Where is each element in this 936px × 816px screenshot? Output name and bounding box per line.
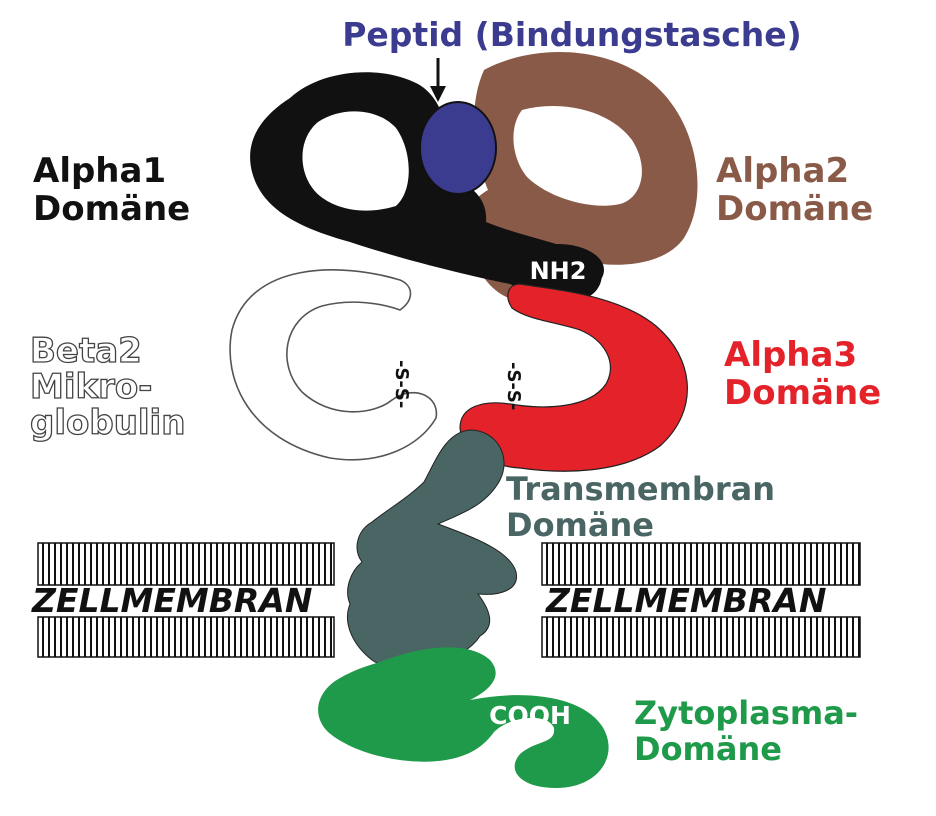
cytoplasm-label-line1: Zytoplasma- [634, 694, 858, 732]
cytoplasm-label-line2: Domäne [634, 730, 782, 768]
alpha1-label: Alpha1 Domäne [33, 151, 190, 229]
membrane-left-lower-stripes [38, 617, 334, 657]
membrane-right-label: ZELLMEMBRAN [545, 581, 826, 620]
membrane-left: ZELLMEMBRAN [31, 543, 334, 657]
disulfide-left-label: -S-S- [391, 360, 412, 408]
transmembrane-label-line2: Domäne [506, 506, 654, 544]
alpha1-label-line2: Domäne [33, 189, 190, 229]
peptide-label: Peptid (Bindungstasche) [342, 15, 802, 54]
alpha3-label-line1: Alpha3 [724, 335, 857, 375]
membrane-right-upper-stripes [542, 543, 860, 585]
alpha3-label: Alpha3 Domäne [724, 335, 881, 413]
membrane-right-lower-stripes [542, 617, 860, 657]
alpha2-label: Alpha2 Domäne [716, 151, 873, 229]
alpha2-label-line2: Domäne [716, 189, 873, 229]
membrane-left-label: ZELLMEMBRAN [31, 581, 312, 620]
cooh-label: COOH [489, 701, 571, 730]
beta2-label-line1: Beta2 [30, 331, 142, 371]
cytoplasm-label: Zytoplasma- Domäne [634, 694, 858, 768]
beta2-label-line3: globulin [30, 403, 185, 443]
transmembrane-label: Transmembran Domäne [506, 470, 775, 544]
peptide-ellipse [420, 102, 496, 194]
transmembrane-domain-shape [347, 430, 516, 668]
peptide-arrow [430, 58, 446, 102]
membrane-left-upper-stripes [38, 543, 334, 585]
alpha2-label-line1: Alpha2 [716, 151, 849, 191]
transmembrane-label-line1: Transmembran [506, 470, 775, 508]
alpha3-label-line2: Domäne [724, 373, 881, 413]
membrane-right: ZELLMEMBRAN [542, 543, 860, 657]
beta2-label: Beta2 Mikro- globulin [30, 331, 185, 443]
nh2-label: NH2 [530, 257, 587, 285]
alpha1-label-line1: Alpha1 [33, 151, 166, 191]
beta2-label-line2: Mikro- [30, 367, 152, 407]
disulfide-right-label: -S-S- [503, 362, 524, 410]
